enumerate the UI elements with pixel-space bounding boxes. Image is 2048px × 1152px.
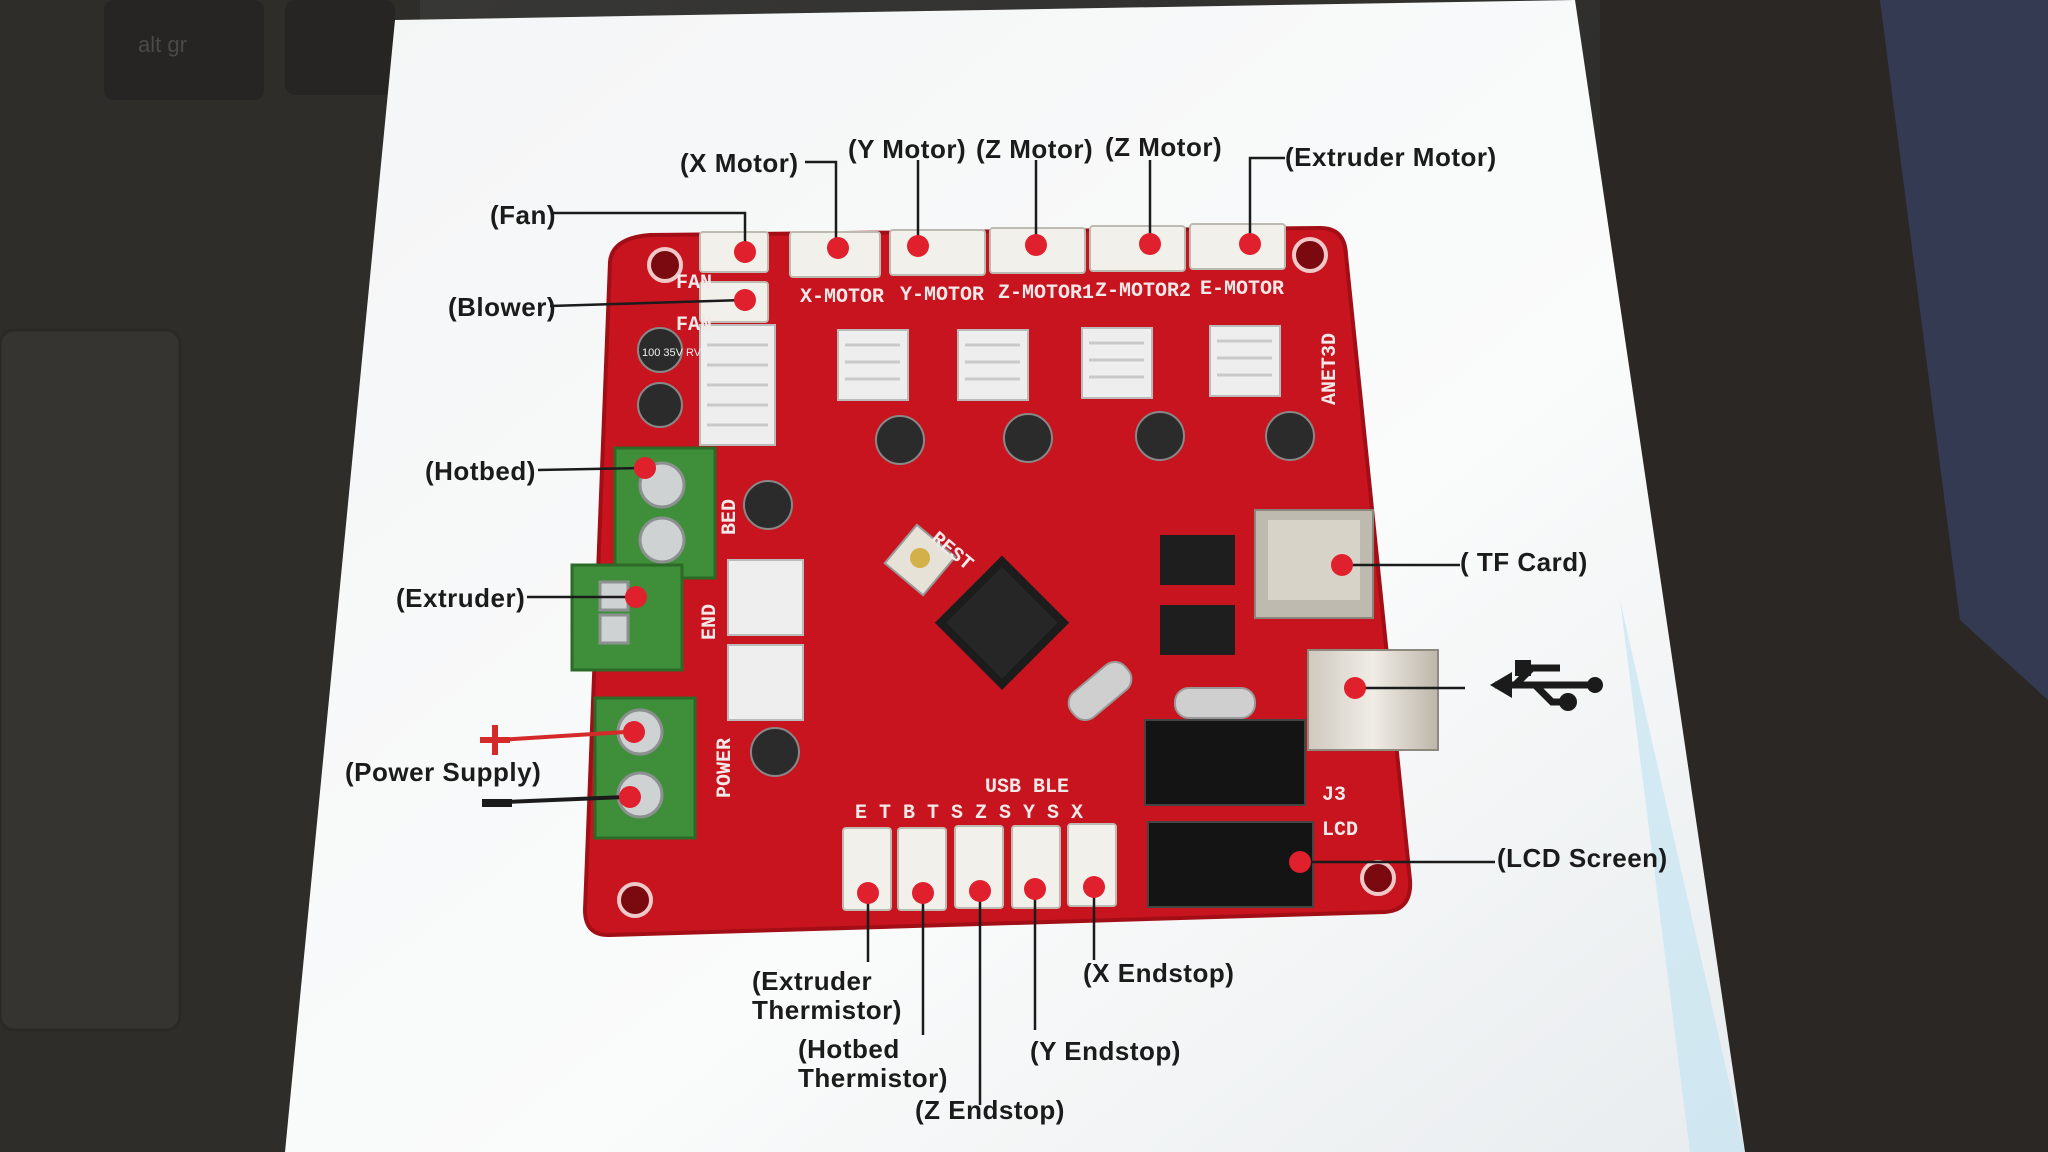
label-hotbed-thermistor: (Hotbed Thermistor)	[798, 1034, 948, 1094]
label-x-endstop: (X Endstop)	[1083, 958, 1235, 988]
label-tf-card: ( TF Card)	[1460, 547, 1588, 577]
keyboard-key-altgr	[104, 0, 264, 100]
capacitors	[637, 327, 1315, 777]
silk-end: END	[699, 604, 722, 640]
silk-z-motor1: Z-MOTOR1	[998, 282, 1094, 305]
driver-chip-1	[1160, 535, 1235, 585]
label-hotbed: (Hotbed)	[425, 456, 536, 486]
silk-usb-ble: USB BLE	[985, 776, 1069, 799]
silk-lcd: LCD	[1322, 819, 1358, 842]
silk-j3: J3	[1322, 784, 1346, 807]
label-x-motor: (X Motor)	[680, 148, 799, 178]
label-z-motor-1: (Z Motor)	[976, 134, 1094, 164]
minus-sign-icon	[482, 799, 512, 807]
leader-lines	[527, 156, 1495, 1105]
silk-endstop-letters: E T B T S Z S Y S X	[855, 802, 1083, 825]
silk-z-motor2: Z-MOTOR2	[1095, 280, 1191, 303]
pcb-board: X-MOTOR Y-MOTOR Z-MOTOR1 Z-MOTOR2 E-MOTO…	[570, 223, 1439, 938]
red-markers	[619, 233, 1366, 904]
crystal-2	[1174, 687, 1256, 719]
label-fan: (Fan)	[490, 200, 557, 230]
crystal-1	[1067, 660, 1133, 722]
lcd-header	[1147, 821, 1314, 908]
label-lcd-screen: (LCD Screen)	[1497, 843, 1668, 873]
silk-y-motor: Y-MOTOR	[900, 284, 984, 307]
label-extruder-thermistor-line1: (Extruder	[752, 966, 873, 996]
microcontroller-chip	[934, 555, 1070, 690]
label-y-motor: (Y Motor)	[848, 134, 967, 164]
usb-symbol-icon	[1490, 660, 1603, 711]
silk-brand: ANET3D	[1319, 333, 1342, 405]
silk-e-motor: E-MOTOR	[1200, 278, 1284, 301]
keyboard-altgr-text: alt gr	[138, 32, 187, 57]
label-hotbed-thermistor-line1: (Hotbed	[798, 1034, 900, 1064]
label-y-endstop: (Y Endstop)	[1030, 1036, 1181, 1066]
label-extruder-motor: (Extruder Motor)	[1285, 142, 1497, 172]
keyboard-key-menu	[285, 0, 395, 95]
label-z-endstop: (Z Endstop)	[915, 1095, 1065, 1125]
silk-x-motor: X-MOTOR	[800, 286, 884, 309]
label-power-supply: (Power Supply)	[345, 757, 542, 787]
label-extruder: (Extruder)	[396, 583, 526, 613]
label-blower: (Blower)	[448, 292, 556, 322]
label-extruder-thermistor: (Extruder Thermistor)	[752, 966, 902, 1026]
silk-power: POWER	[714, 738, 737, 798]
card-edge-tint	[1620, 600, 1745, 1152]
silk-fan-1: FAN	[676, 272, 712, 295]
driver-chip-2	[1160, 605, 1235, 655]
label-hotbed-thermistor-line2: Thermistor)	[798, 1063, 948, 1093]
j3-header	[1144, 719, 1306, 806]
label-z-motor-2: (Z Motor)	[1105, 132, 1223, 162]
silk-bed: BED	[719, 499, 742, 535]
colorful-object	[1880, 0, 2048, 700]
usb-connector	[1307, 649, 1439, 751]
motor-connectors	[699, 223, 1286, 323]
touchpad	[0, 328, 182, 1032]
silk-fan-2: FAN	[676, 314, 712, 337]
label-extruder-thermistor-line2: Thermistor)	[752, 995, 902, 1025]
cap-text: 100 35V RVT	[642, 347, 708, 359]
plus-sign-icon	[480, 725, 510, 755]
